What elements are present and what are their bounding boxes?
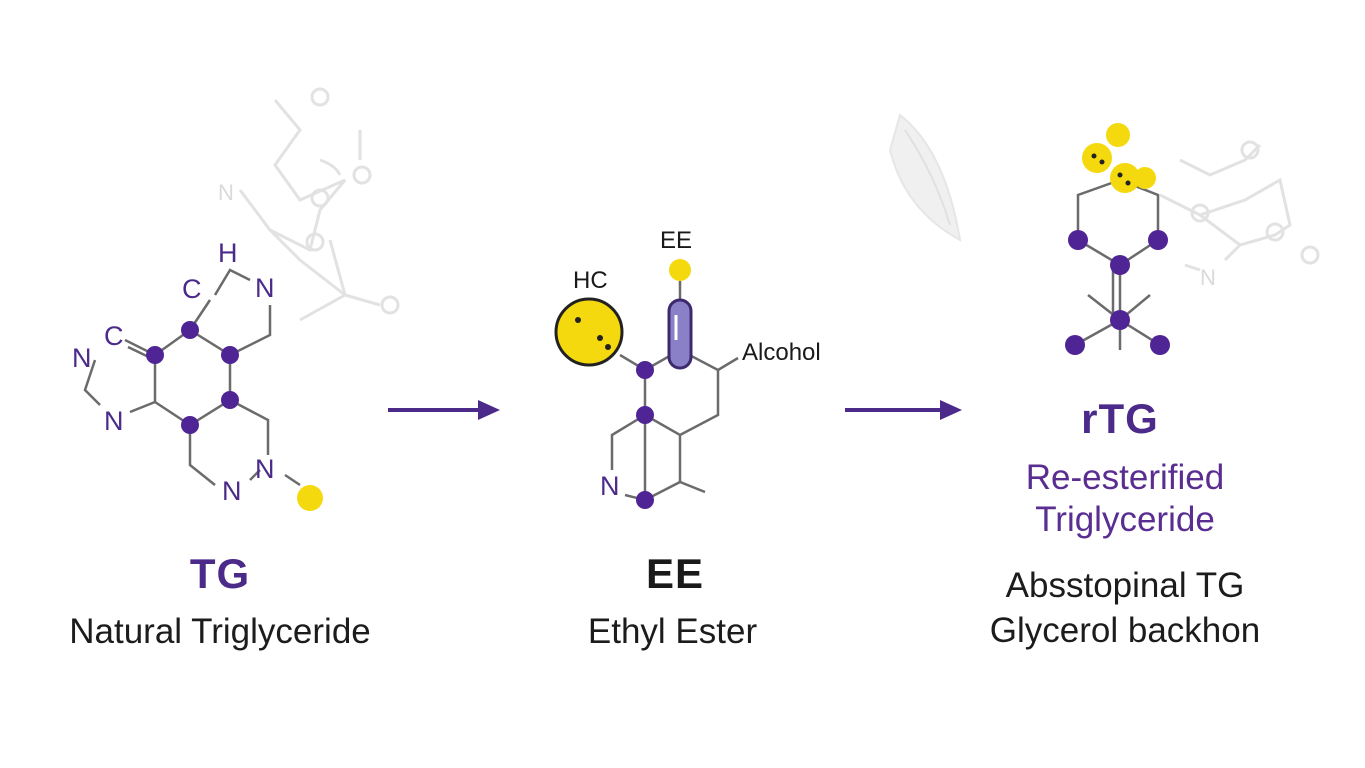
ee-atom-n: N [600,471,620,501]
rtg-highlight-atom [1110,163,1140,193]
tg-atom-c: C [182,274,202,304]
ee-molecule: HC EE Alcohol N [554,227,821,509]
rtg-name-line1: Absstopinal TG [1005,566,1245,605]
rtg-highlight-atom [1106,123,1130,147]
tg-name-wrap: Natural Triglyceride [20,612,420,652]
tg-name: Natural Triglyceride [69,612,371,651]
tg-atom-dot [146,346,164,364]
rtg-atom-dot [1150,335,1170,355]
rtg-subtitle-line1: Re-esterified [1025,458,1225,497]
faint-background-structure-right: N [1159,140,1320,290]
tg-atom-dot [181,416,199,434]
tg-atom-h: H [218,238,238,268]
rtg-molecule [1065,123,1170,355]
tg-atom-dot [221,346,239,364]
rtg-atom-dot [1065,335,1085,355]
ee-caption: EE [545,550,805,598]
svg-text:N: N [1200,265,1216,290]
ee-label-ee: EE [660,227,692,254]
ee-atom-dot [636,361,654,379]
tg-atom-n: N [255,454,275,484]
arrow-right-icon [845,400,962,420]
leaf-watermark-icon [888,113,962,242]
ee-name: Ethyl Ester [587,612,758,651]
tg-abbreviation: TG [189,550,251,597]
rtg-description: Absstopinal TG Glycerol backhon [950,562,1300,652]
tg-atom-n: N [72,343,92,373]
ee-atom-dot [636,491,654,509]
rtg-atom-dot [1068,230,1088,250]
arrow-right-icon [388,400,500,420]
ee-highlight-atom-large [554,297,624,367]
tg-molecule: H C N N C N N N [72,238,323,511]
tg-highlight-atom [297,485,323,511]
svg-text:N: N [218,180,234,205]
rtg-atom-dot [1148,230,1168,250]
rtg-subtitle-line2: Triglyceride [1035,500,1215,539]
ee-highlight-atom [669,259,691,281]
tg-atom-c: C [104,321,124,351]
ee-abbreviation: EE [645,550,705,597]
ee-label-hc: HC [573,267,608,294]
rtg-atom-dot [1110,255,1130,275]
rtg-atom-dot [1110,310,1130,330]
tg-atom-dot [181,321,199,339]
tg-atom-n: N [222,476,242,506]
ee-label-alcohol: Alcohol [742,339,821,366]
tg-caption: TG [90,550,350,598]
tg-atom-dot [221,391,239,409]
rtg-abbreviation: rTG [1081,395,1159,442]
rtg-name-line2: Glycerol backhon [989,611,1261,650]
rtg-caption: rTG [990,395,1250,443]
ee-name-wrap: Ethyl Ester [500,612,845,652]
rtg-subtitle: Re-esterified Triglyceride [960,457,1290,541]
ee-capsule [667,298,693,370]
faint-background-structure-left: N [218,87,400,322]
rtg-highlight-atom [1082,143,1112,173]
rtg-highlight-atom [1134,167,1156,189]
tg-atom-n: N [104,406,124,436]
ee-atom-dot [636,406,654,424]
tg-atom-n: N [255,273,275,303]
